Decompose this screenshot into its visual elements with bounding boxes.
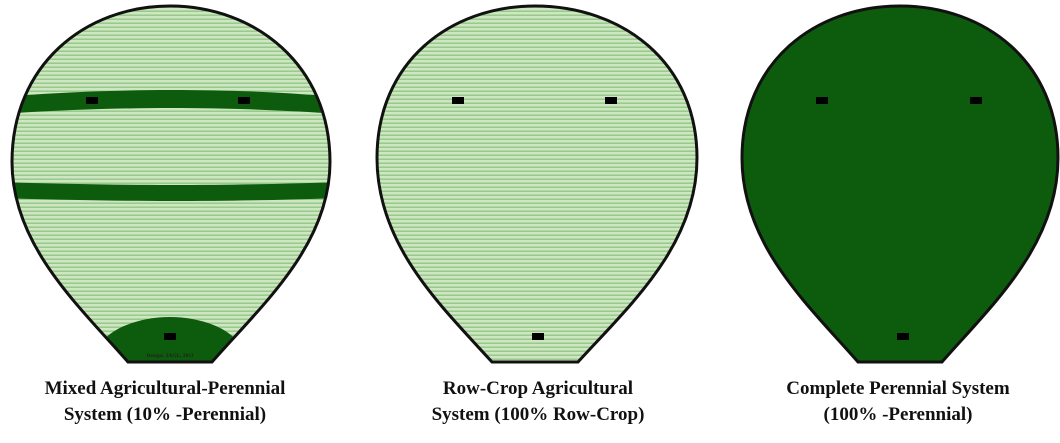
caption-mixed: Mixed Agricultural-Perennial System (10%…	[0, 376, 330, 428]
caption-row-crop: Row-Crop Agricultural System (100% Row-C…	[373, 376, 703, 428]
sampling-marker	[532, 333, 544, 340]
sampling-marker	[238, 97, 250, 104]
caption-perennial: Complete Perennial System (100% -Perenni…	[733, 376, 1060, 428]
panel-mixed: Design: JAGL, 2011	[10, 4, 332, 364]
sampling-marker	[970, 97, 982, 104]
caption-line: Complete Perennial System	[786, 378, 1010, 399]
caption-line: Mixed Agricultural-Perennial	[44, 378, 286, 399]
sampling-marker	[452, 97, 464, 104]
caption-line: System (10% -Perennial)	[63, 404, 267, 425]
field-outline-perennial	[740, 4, 1060, 364]
sampling-marker	[816, 97, 828, 104]
sampling-marker	[605, 97, 617, 104]
perennial-strip-upper	[12, 90, 330, 114]
design-credit: Design: JAGL, 2011	[146, 353, 193, 359]
caption-line: Row-Crop Agricultural	[442, 378, 634, 399]
perennial-strip-lower	[12, 182, 330, 201]
sampling-marker	[897, 333, 909, 340]
field-outline-row-crop	[375, 4, 699, 364]
sampling-marker	[164, 333, 176, 340]
panel-perennial	[740, 4, 1060, 364]
caption-line: System (100% Row-Crop)	[431, 404, 645, 425]
sampling-marker	[86, 97, 98, 104]
field-border-mixed	[10, 4, 332, 364]
caption-line: (100% -Perennial)	[823, 404, 973, 425]
panel-row-crop	[375, 4, 699, 364]
